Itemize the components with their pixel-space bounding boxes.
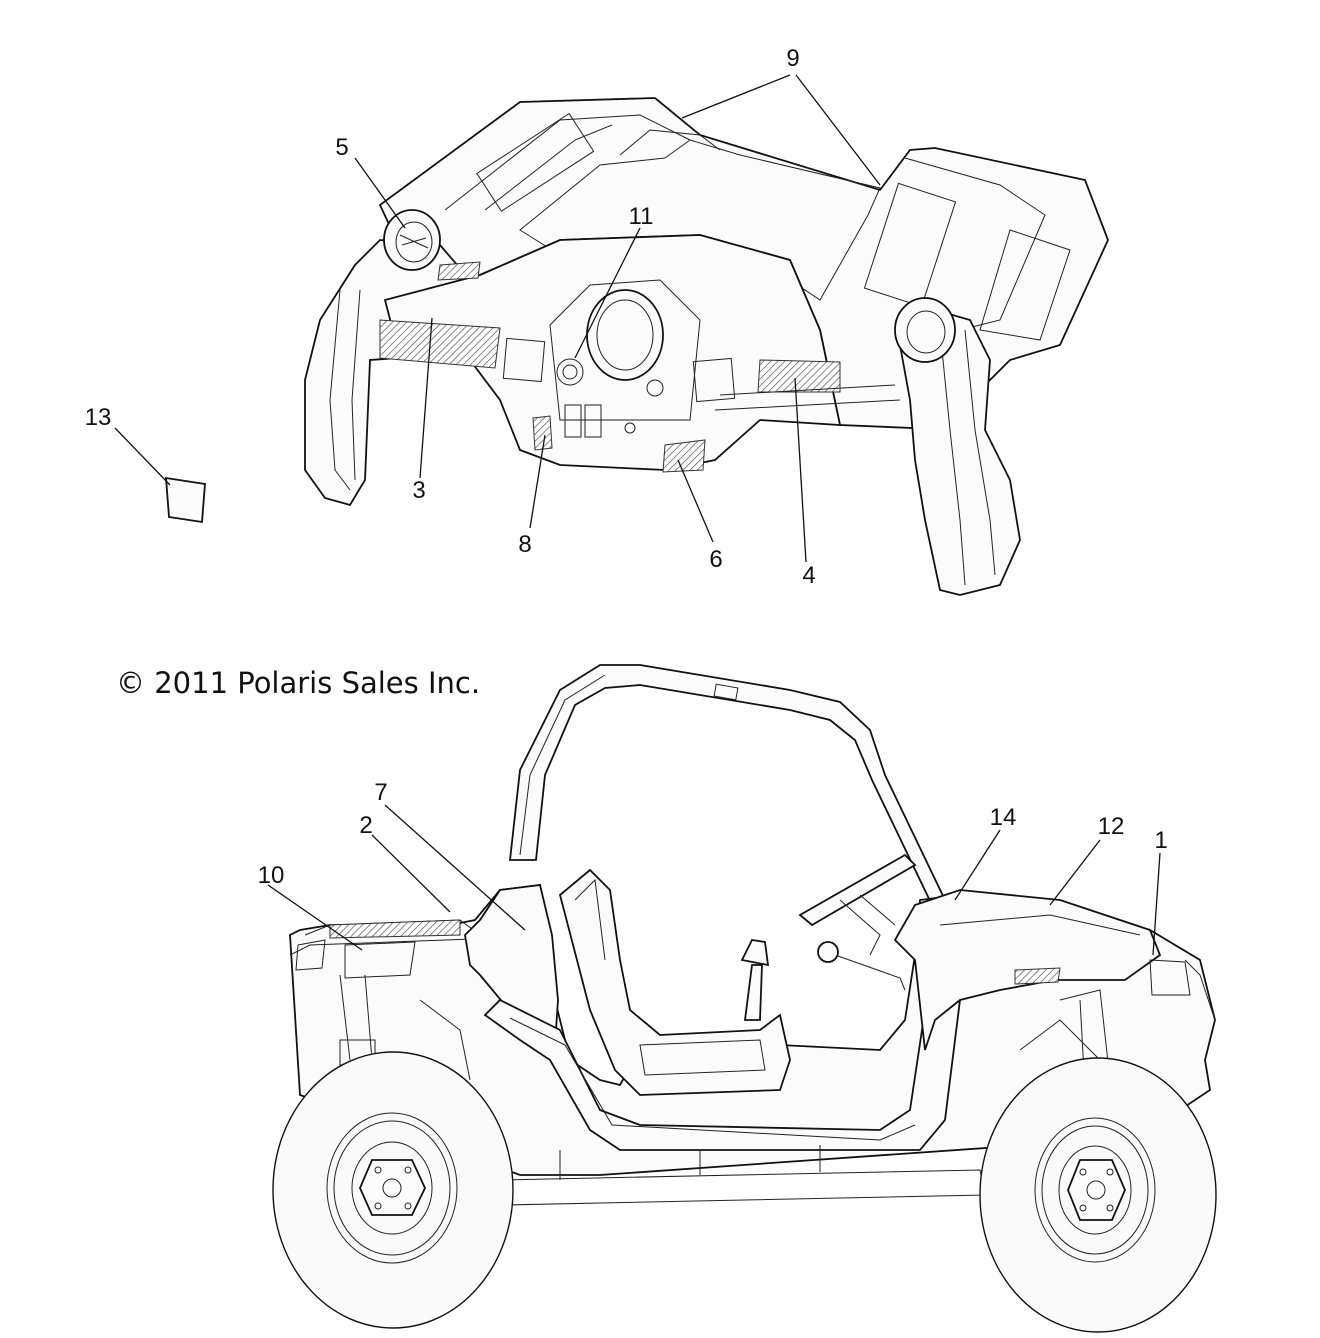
callout-8: 8 bbox=[518, 531, 531, 558]
callout-4: 4 bbox=[802, 562, 815, 589]
left-speaker-pod bbox=[383, 209, 441, 271]
callout-14: 14 bbox=[990, 804, 1017, 831]
steering-wheel bbox=[798, 853, 917, 991]
callout-9: 9 bbox=[786, 45, 799, 72]
callout-6: 6 bbox=[709, 546, 722, 573]
taillight bbox=[295, 939, 326, 971]
dash-hood-assembly bbox=[304, 97, 1109, 596]
callout-1: 1 bbox=[1154, 827, 1167, 854]
shifter bbox=[740, 939, 770, 1021]
callout-11: 11 bbox=[629, 203, 654, 230]
callout-3: 3 bbox=[412, 477, 425, 504]
callout-labels: 9 5 11 13 3 8 6 4 7 2 10 14 12 1 bbox=[85, 45, 1168, 889]
callout-12: 12 bbox=[1098, 813, 1125, 840]
callout-7: 7 bbox=[374, 779, 387, 806]
seat bbox=[558, 868, 791, 1096]
callout-13: 13 bbox=[85, 404, 112, 431]
decal-8 bbox=[532, 415, 553, 451]
decal-6 bbox=[662, 439, 706, 473]
decal-4 bbox=[757, 359, 841, 393]
callout-2: 2 bbox=[359, 812, 372, 839]
decal-13 bbox=[165, 476, 206, 524]
decal-3 bbox=[379, 319, 501, 369]
copyright-notice: © 2011 Polaris Sales Inc. bbox=[116, 666, 480, 700]
instrument-cluster bbox=[549, 279, 701, 438]
vehicle-side-view bbox=[272, 664, 1217, 1333]
callout-5: 5 bbox=[335, 134, 348, 161]
rear-side-panel bbox=[464, 884, 559, 1047]
callout-10: 10 bbox=[258, 862, 285, 889]
front-wheel bbox=[979, 1057, 1217, 1333]
leader-lines bbox=[114, 74, 1161, 956]
right-speaker-pod bbox=[894, 297, 956, 363]
rear-wheel bbox=[272, 1051, 514, 1329]
